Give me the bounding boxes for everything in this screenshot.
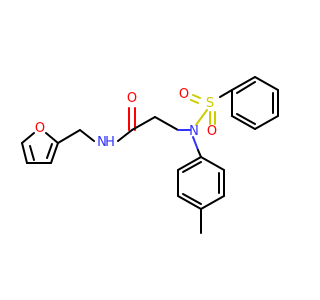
tolyl-ring bbox=[177, 156, 225, 210]
furan-ring bbox=[21, 132, 59, 164]
bond bbox=[29, 145, 35, 161]
bond bbox=[192, 136, 199, 151]
bond bbox=[131, 116, 156, 131]
amide-hydrogen-label: H bbox=[105, 135, 115, 150]
bond bbox=[195, 109, 208, 126]
bond bbox=[236, 113, 256, 125]
phenyl-ring bbox=[231, 76, 279, 130]
bond bbox=[231, 76, 256, 91]
amide-nitrogen-label: N bbox=[97, 135, 107, 150]
amine-nitrogen-label: N bbox=[189, 124, 199, 139]
structure-canvas: O N H O N S O O bbox=[21, 76, 279, 234]
sulfonyl-oxygen-label-1: O bbox=[179, 87, 189, 102]
bond bbox=[154, 116, 179, 131]
sulfonyl-oxygen-label-2: O bbox=[207, 124, 217, 139]
bond bbox=[50, 142, 59, 164]
bond bbox=[182, 161, 202, 173]
bond bbox=[190, 99, 199, 104]
bond bbox=[177, 195, 202, 210]
furan-oxygen-label: O bbox=[35, 121, 45, 136]
bond bbox=[200, 195, 225, 210]
bond bbox=[117, 129, 133, 142]
bond bbox=[192, 94, 201, 99]
bond bbox=[236, 81, 256, 94]
bond bbox=[21, 132, 35, 144]
bond bbox=[219, 89, 233, 98]
bond bbox=[231, 115, 256, 130]
bond bbox=[197, 149, 202, 158]
bond bbox=[254, 76, 279, 91]
chemical-structure: O N H O N S O O bbox=[21, 76, 279, 234]
bond bbox=[21, 142, 28, 164]
bond bbox=[254, 115, 279, 130]
bond bbox=[182, 193, 202, 205]
bond bbox=[57, 129, 81, 144]
carbonyl-oxygen-label: O bbox=[127, 91, 137, 106]
bond bbox=[200, 156, 225, 171]
bond bbox=[177, 156, 202, 171]
bond bbox=[45, 132, 59, 144]
sulfur-label: S bbox=[206, 96, 214, 111]
bond bbox=[46, 143, 53, 159]
bond bbox=[79, 129, 95, 142]
